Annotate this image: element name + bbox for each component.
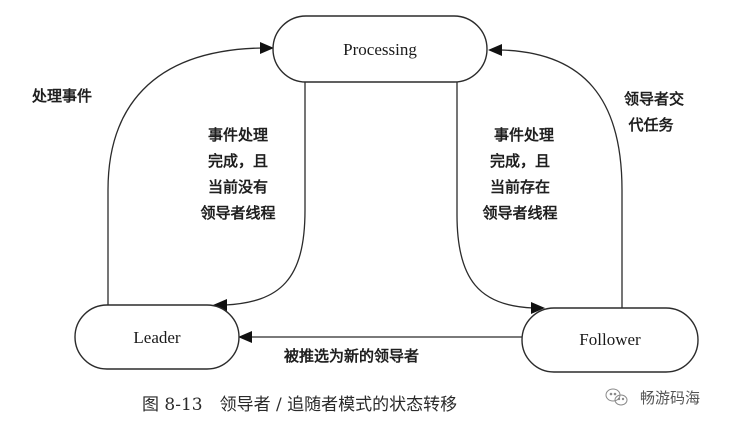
arrow-head-icon [213,299,227,311]
node-leader: Leader [74,304,240,370]
node-processing-label: Processing [343,40,417,59]
edge-processing-to-leader [224,82,306,306]
arrow-head-icon [531,302,545,314]
node-follower: Follower [521,307,699,373]
edge-leader-to-processing [107,47,263,305]
arrow-head-icon [238,331,252,343]
edge-label-follower-to-leader: 被推选为新的领导者 [284,347,419,365]
node-leader-label: Leader [133,328,181,347]
wechat-icon [605,388,628,406]
edge-label-line: 当前没有 [208,178,268,196]
edge-label-processing-to-follower: 事件处理 完成，且 当前存在 领导者线程 [481,126,557,222]
figure-caption: 图 8-13 领导者 / 追随者模式的状态转移 [142,395,457,415]
edge-processing-to-follower [456,82,534,309]
edge-label-follower-to-processing: 领导者交 代任务 [623,90,684,134]
watermark: 畅游码海 [605,388,700,407]
edge-label-line: 事件处理 [494,126,554,144]
edge-label-line: 事件处理 [208,126,268,144]
edge-label-line: 领导者线程 [481,204,557,222]
node-follower-label: Follower [579,330,641,349]
edge-label-line: 领导者交 [623,90,684,108]
watermark-text: 畅游码海 [640,389,700,407]
edge-label-line: 完成，且 [490,152,550,170]
edge-label-leader-to-processing: 处理事件 [31,87,92,105]
node-processing: Processing [272,15,488,83]
edge-label-line: 代任务 [627,116,674,134]
arrow-head-icon [488,44,502,56]
arrow-head-icon [260,42,274,54]
edge-label-processing-to-leader: 事件处理 完成，且 当前没有 领导者线程 [199,126,275,222]
edge-follower-to-processing [499,49,623,310]
edge-label-line: 完成，且 [208,152,268,170]
edge-label-line: 当前存在 [490,178,550,196]
edge-label-line: 领导者线程 [199,204,275,222]
